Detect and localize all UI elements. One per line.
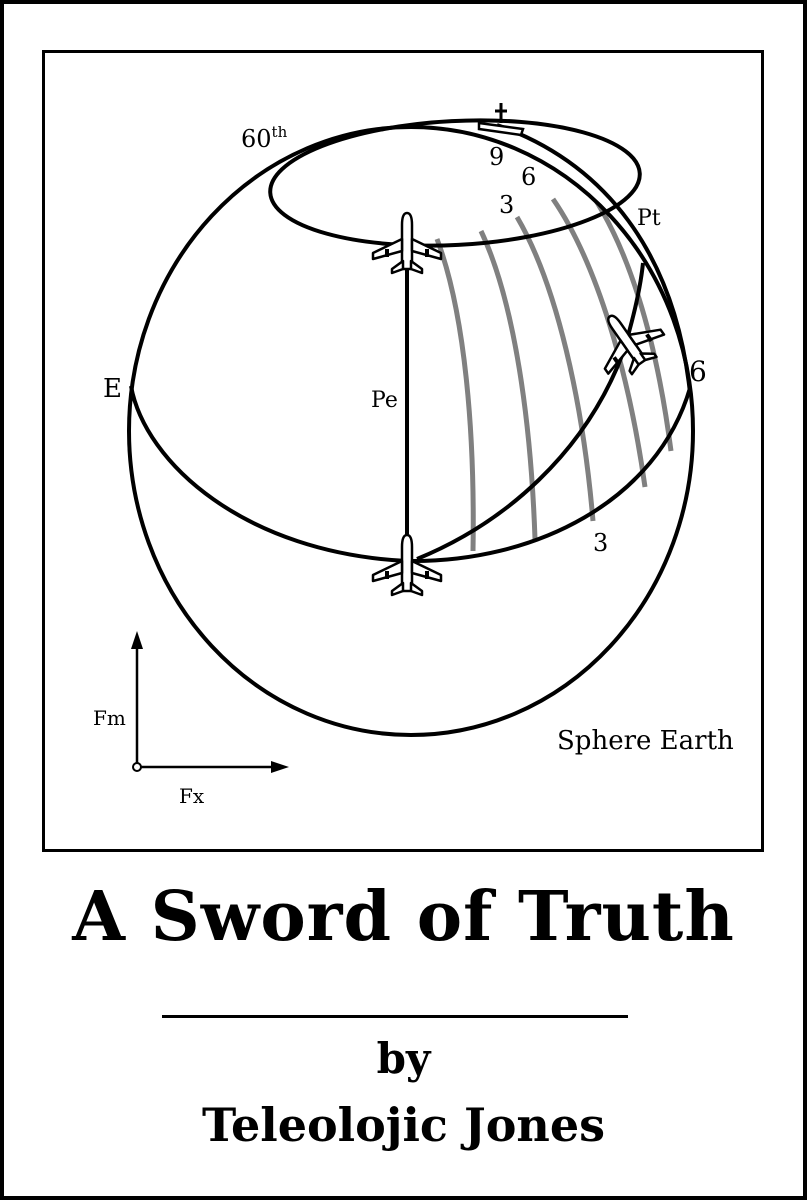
label-60th: 60th (241, 123, 288, 153)
diagram-frame: 60th E Pe Pt 9 6 3 6 3 Sphere Earth Fm F… (42, 50, 764, 852)
title-divider (162, 1015, 628, 1018)
label-hour-3-top: 3 (499, 191, 514, 219)
sphere-earth-diagram: 60th E Pe Pt 9 6 3 6 3 Sphere Earth Fm F… (93, 103, 734, 808)
label-hour-9: 9 (489, 143, 504, 171)
label-hour-3-bottom: 3 (593, 529, 608, 557)
meridian-line (478, 229, 538, 540)
byline: by (376, 1034, 431, 1083)
meridian-line (434, 238, 476, 552)
label-fx: Fx (179, 784, 205, 808)
book-title: A Sword of Truth (72, 877, 735, 957)
label-hour-6-top: 6 (521, 163, 536, 191)
airplane-icon (371, 533, 443, 597)
label-east: E (103, 374, 122, 404)
pt-path (416, 262, 645, 561)
label-hour-6-right: 6 (689, 355, 707, 388)
meridian-edge (496, 123, 692, 394)
author-name: Teleolojic Jones (202, 1098, 605, 1152)
label-pe: Pe (371, 388, 398, 413)
force-axes (131, 631, 289, 773)
meridian-line (514, 215, 596, 522)
label-pt: Pt (637, 206, 661, 231)
cross-icon (477, 103, 525, 137)
label-sphere-earth: Sphere Earth (557, 726, 734, 756)
sphere-outline (127, 125, 695, 737)
label-fm: Fm (93, 706, 126, 730)
parallel-60th (268, 118, 642, 248)
